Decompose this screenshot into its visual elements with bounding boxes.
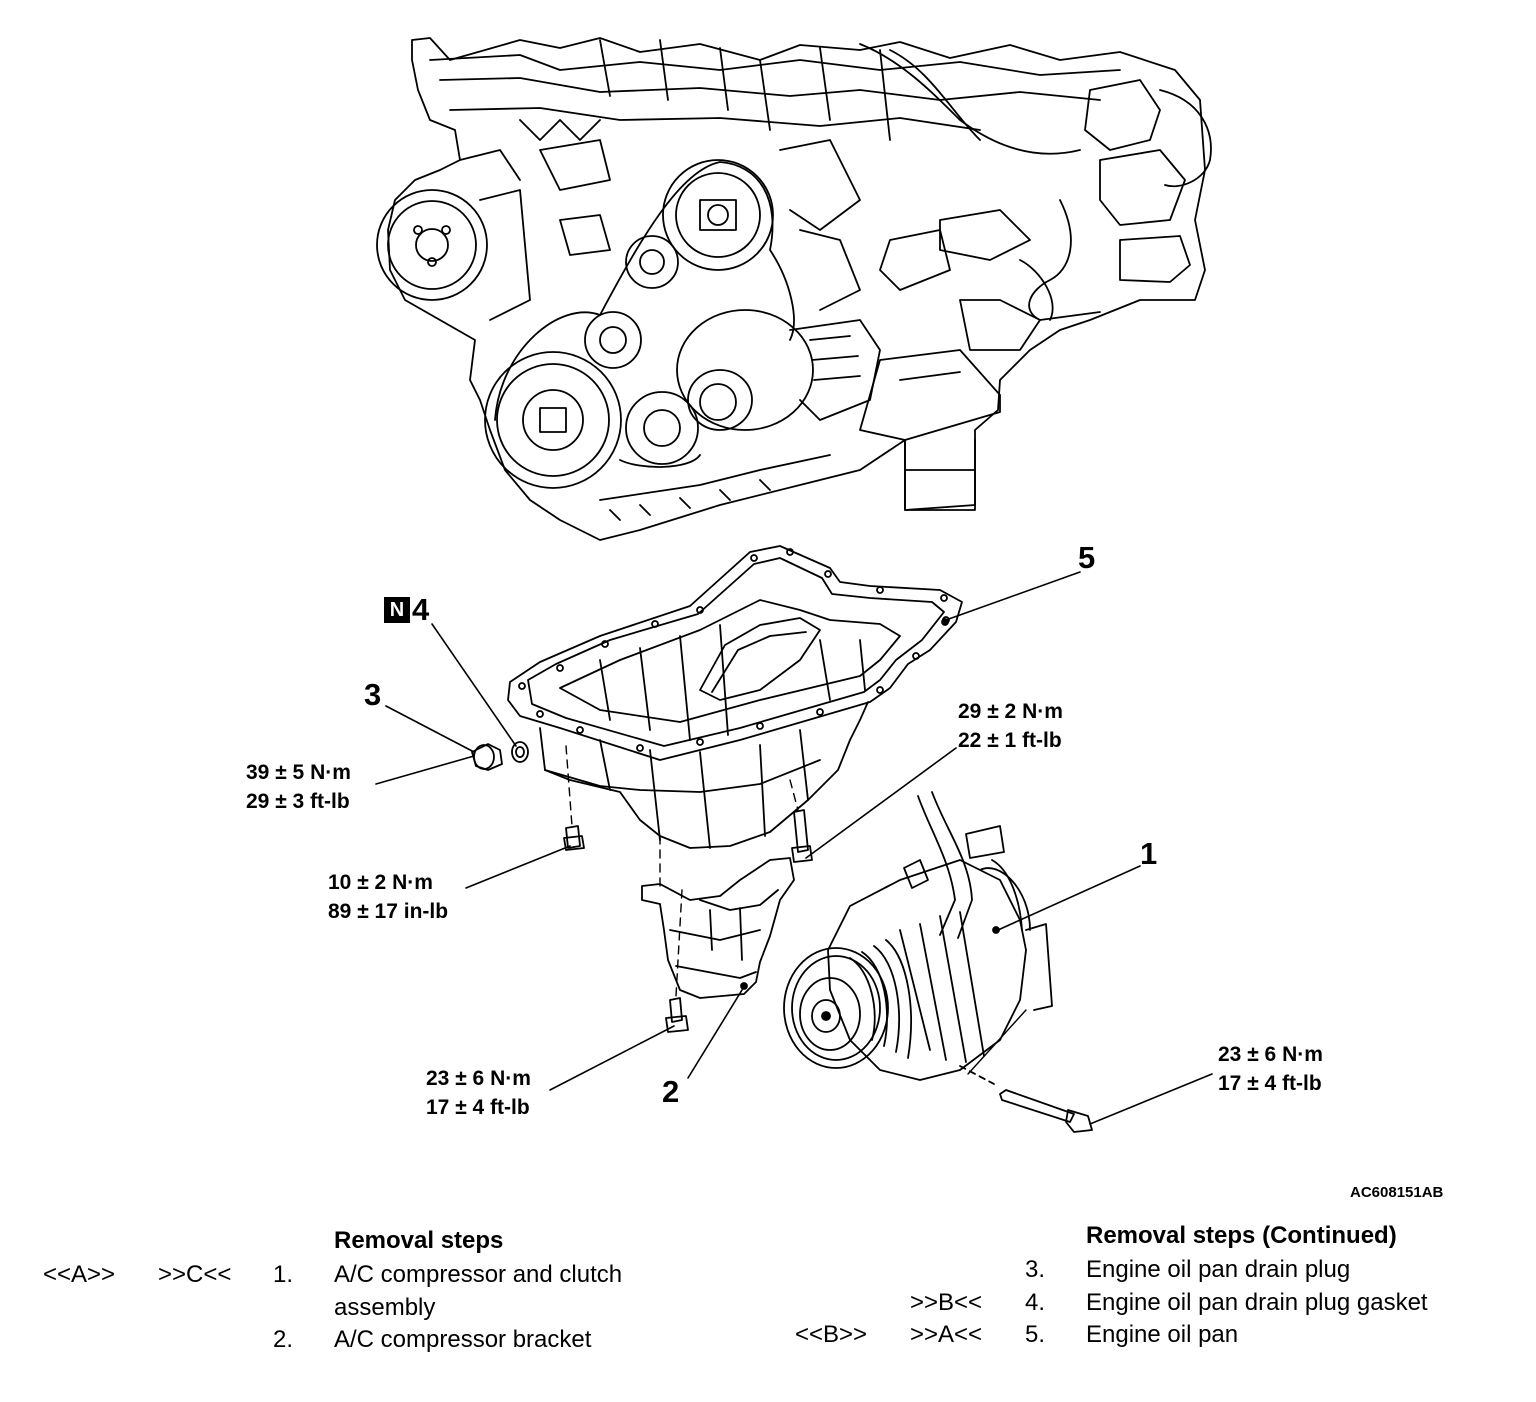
torque-bracket-bolt: 23 ± 6 N·m 17 ± 4 ft-lb [426,1064,531,1122]
n-badge: N [384,597,410,623]
removal-steps-heading: Removal steps [334,1227,504,1254]
torque-imperial: 22 ± 1 ft-lb [958,729,1062,752]
torque-nm: 10 ± 2 N·m [328,871,433,894]
leader-lines [375,571,1213,1125]
step-1-code1: <<A>> [43,1261,116,1288]
torque-imperial: 17 ± 4 ft-lb [1218,1072,1322,1095]
oil-pan [507,545,963,849]
step-5-text: Engine oil pan [1086,1321,1239,1348]
torque-pan-bolt-right: 29 ± 2 N·m 22 ± 1 ft-lb [958,697,1063,755]
step-5-code2: >>A<< [910,1321,983,1348]
step-1-number: 1. [273,1261,294,1288]
torque-nm: 23 ± 6 N·m [1218,1043,1323,1066]
torque-nm: 29 ± 2 N·m [958,700,1063,723]
callout-1: 1 [1140,836,1158,871]
callout-5: 5 [1078,540,1096,575]
torque-nm: 39 ± 5 N·m [246,761,351,784]
engine-assembly [376,37,1212,541]
ac-compressor [783,791,1053,1085]
removal-steps-continued-heading: Removal steps (Continued) [1086,1222,1397,1249]
figure-id: AC608151AB [1350,1184,1444,1201]
callout-4-number: 4 [412,592,430,627]
step-3-number: 3. [1025,1256,1046,1283]
torque-compressor-bolt: 23 ± 6 N·m 17 ± 4 ft-lb [1218,1040,1323,1098]
torque-drain-plug: 39 ± 5 N·m 29 ± 3 ft-lb [246,758,351,816]
drain-plug-parts [471,741,529,771]
callout-3: 3 [364,677,382,712]
step-1-code2: >>C<< [158,1261,232,1288]
step-3-text: Engine oil pan drain plug [1086,1256,1351,1283]
torque-pan-bolt-small: 10 ± 2 N·m 89 ± 17 in-lb [328,868,448,926]
step-4-number: 4. [1025,1289,1046,1316]
compressor-bracket [641,857,795,999]
alignment-lines [565,745,799,997]
torque-nm: 23 ± 6 N·m [426,1067,531,1090]
step-4-code2: >>B<< [910,1289,983,1316]
step-5-number: 5. [1025,1321,1046,1348]
torque-imperial: 17 ± 4 ft-lb [426,1096,530,1119]
torque-imperial: 89 ± 17 in-lb [328,900,449,923]
step-1-text-continued: assembly [334,1294,436,1321]
step-2-number: 2. [273,1326,294,1353]
step-2-text: A/C compressor bracket [334,1326,592,1353]
pan-bolts [563,809,1093,1133]
step-5-code1: <<B>> [795,1321,868,1348]
step-4-text: Engine oil pan drain plug gasket [1086,1289,1428,1316]
torque-imperial: 29 ± 3 ft-lb [246,790,350,813]
callout-2: 2 [662,1074,680,1109]
step-1-text: A/C compressor and clutch [334,1261,623,1288]
